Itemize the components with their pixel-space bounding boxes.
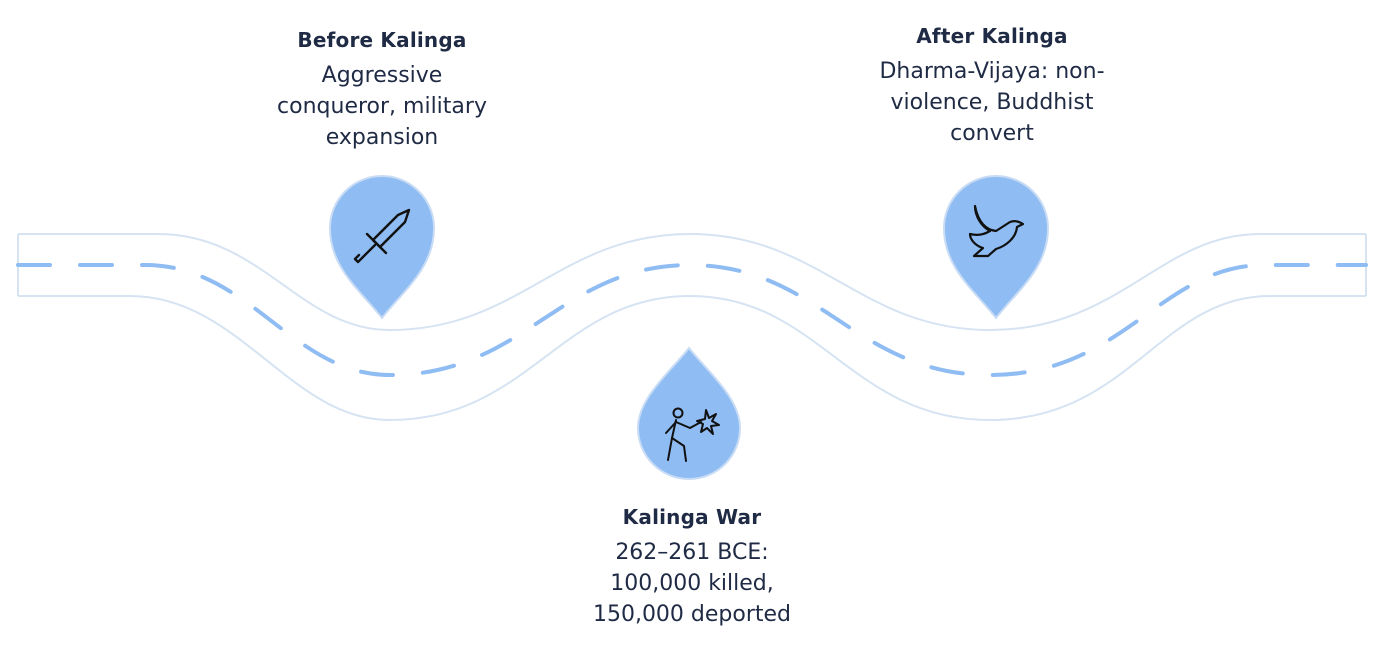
stage-war-text: Kalinga War 262–261 BCE: 100,000 killed,…	[572, 505, 812, 630]
marker-before	[328, 175, 436, 320]
marker-war-drop	[636, 346, 742, 480]
stage-before-description: Aggressive conqueror, military expansion	[277, 63, 487, 150]
marker-war	[636, 346, 742, 480]
stage-before-text: Before Kalinga Aggressive conqueror, mil…	[262, 28, 502, 153]
road-edge-bottom	[18, 294, 1366, 422]
soldier-fighting-icon	[665, 407, 720, 462]
stage-after-title: After Kalinga	[916, 24, 1068, 48]
stage-before-title: Before Kalinga	[297, 28, 467, 52]
stage-war-title: Kalinga War	[622, 505, 762, 529]
marker-after	[942, 175, 1050, 320]
road	[16, 232, 1368, 422]
sword-icon	[353, 208, 411, 264]
stage-after-description: Dharma-Vijaya: non-violence, Buddhist co…	[879, 59, 1105, 146]
dove-icon	[968, 204, 1025, 258]
road-center-dashes	[16, 262, 1368, 378]
stage-war-description: 262–261 BCE: 100,000 killed, 150,000 dep…	[592, 540, 792, 627]
stage-after-text: After Kalinga Dharma-Vijaya: non-violenc…	[867, 24, 1117, 149]
marker-before-pin	[328, 175, 436, 320]
road-edge-top	[18, 232, 1366, 332]
marker-after-pin	[942, 175, 1050, 320]
